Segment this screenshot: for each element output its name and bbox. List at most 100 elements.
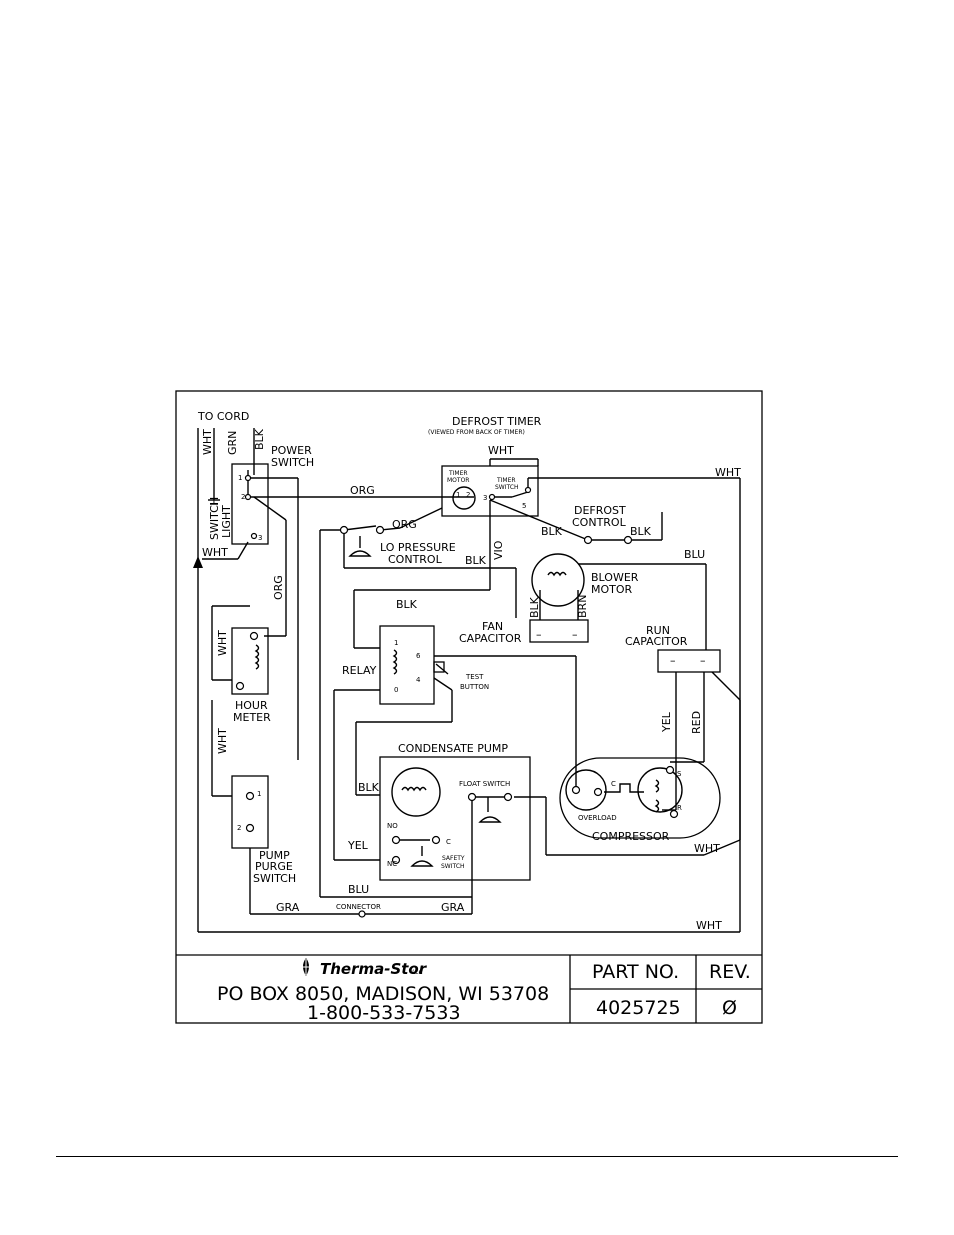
label-tm-3: 3 (483, 494, 487, 502)
label-pump-purge-2: PURGE (255, 860, 293, 873)
label-runcap-minus-1: – (670, 654, 676, 667)
timer-motor-icon (452, 486, 476, 510)
label-relay-4: 4 (416, 676, 421, 684)
footer-divider (56, 1156, 898, 1157)
label-blu-top: BLU (684, 548, 705, 561)
label-gra-right: GRA (441, 901, 465, 914)
label-tm-1: 1 (456, 491, 460, 499)
label-hour-meter-2: METER (233, 711, 271, 724)
label-relay-0: 0 (394, 686, 398, 694)
part-no-label: PART NO. (592, 961, 679, 983)
label-timer-switch-1: TIMER (496, 477, 516, 484)
label-fan-capacitor-2: CAPACITOR (459, 632, 522, 645)
label-cord-blk: BLK (253, 428, 266, 450)
label-ps-1: 1 (238, 474, 242, 482)
label-gra-left: GRA (276, 901, 300, 914)
label-org-top: ORG (350, 484, 375, 497)
label-switch-light-1: SWITCH (208, 497, 221, 540)
label-defrost-timer-note: (VIEWED FROM BACK OF TIMER) (428, 429, 525, 436)
label-safety-switch-1: SAFETY (442, 855, 465, 862)
address: PO BOX 8050, MADISON, WI 53708 (217, 983, 549, 1005)
label-s-comp: S (677, 770, 682, 778)
label-wht-hourmeter: WHT (216, 630, 229, 656)
brand-suffix: LLC (412, 969, 424, 976)
label-timer-motor-2: MOTOR (447, 477, 469, 484)
label-timer-switch-2: SWITCH (495, 484, 519, 491)
label-wht-right: WHT (715, 466, 741, 479)
label-vio: VIO (492, 540, 505, 560)
label-org-lopress: ORG (392, 518, 417, 531)
label-blk-pump: BLK (358, 781, 380, 794)
label-test-button-2: BUTTON (460, 683, 489, 691)
label-nc: NC (387, 860, 397, 868)
label-tm-2: 2 (466, 491, 470, 499)
label-wht-timer: WHT (488, 444, 514, 457)
coils (254, 571, 660, 813)
label-relay-1: 1 (394, 639, 398, 647)
label-runcap-minus-2: – (700, 654, 706, 667)
terminals (235, 474, 679, 918)
label-blower-motor-1: BLOWER (591, 571, 639, 584)
phone: 1-800-533-7533 (307, 1002, 461, 1024)
brand-name: Therma-Stor (320, 960, 428, 978)
label-lo-pressure-2: CONTROL (388, 553, 443, 566)
label-relay: RELAY (342, 664, 377, 677)
label-run-capacitor-2: CAPACITOR (625, 635, 688, 648)
label-to-cord: TO CORD (197, 410, 249, 423)
label-wht-light: WHT (202, 546, 228, 559)
label-fancap-minus-1: – (536, 628, 542, 641)
label-blk-lopress: BLK (465, 554, 487, 567)
label-red-run: RED (690, 711, 703, 734)
label-overload: OVERLOAD (578, 814, 617, 822)
label-safety-switch-2: SWITCH (441, 863, 465, 870)
label-blower-motor-2: MOTOR (591, 583, 633, 596)
label-yel-run: YEL (660, 711, 673, 733)
label-wht-comp: WHT (694, 842, 720, 855)
label-fancap-minus-2: – (572, 628, 578, 641)
rev-value: Ø (722, 997, 737, 1019)
label-defrost-control-1: DEFROST (574, 504, 626, 517)
label-condensate-pump: CONDENSATE PUMP (398, 742, 508, 755)
label-power-switch-1: POWER (271, 444, 312, 457)
label-pump-purge-1: PUMP (259, 849, 290, 862)
label-defrost-timer: DEFROST TIMER (452, 415, 542, 428)
label-wht-left-mid: WHT (216, 728, 229, 754)
label-run-capacitor-1: RUN (646, 624, 670, 637)
label-lo-pressure-1: LO PRESSURE (380, 541, 456, 554)
test-button-icon[interactable] (433, 661, 445, 673)
label-defrost-control-2: CONTROL (572, 516, 627, 529)
label-c-pump: C (446, 838, 451, 846)
part-no-value: 4025725 (596, 997, 681, 1019)
label-ps-3: 3 (258, 534, 262, 542)
label-compressor: COMPRESSOR (592, 830, 670, 843)
wires (197, 428, 741, 933)
label-hour-meter-1: HOUR (235, 699, 268, 712)
rev-label: REV. (709, 961, 751, 983)
label-c-comp: C (611, 780, 616, 788)
label-fan-capacitor-1: FAN (482, 620, 503, 633)
label-brn-blower: BRN (576, 595, 589, 618)
label-pp-2: 2 (237, 824, 241, 832)
label-blu-bottom: BLU (348, 883, 369, 896)
label-switch-light-2: LIGHT (220, 505, 233, 538)
label-float-switch: FLOAT SWITCH (459, 780, 510, 788)
label-blk-blower: BLK (528, 596, 541, 618)
label-pp-1: 1 (257, 790, 261, 798)
arrow-up-icon (193, 556, 203, 568)
label-blk-dc-left: BLK (541, 525, 563, 538)
label-cord-grn: GRN (226, 431, 239, 455)
label-cord-wht: WHT (201, 429, 214, 455)
label-pump-purge-3: SWITCH (253, 872, 296, 885)
label-tm-5: 5 (522, 502, 526, 510)
diagram-frame (175, 390, 763, 1024)
label-timer-motor-1: TIMER (448, 470, 468, 477)
label-no: NO (387, 822, 398, 830)
label-ps-2: 2 (241, 493, 245, 501)
label-yel-pump: YEL (347, 839, 369, 852)
label-connector: CONNECTOR (336, 903, 381, 911)
label-power-switch-2: SWITCH (271, 456, 314, 469)
label-wht-bottom: WHT (696, 919, 722, 932)
label-r-comp: R (677, 804, 682, 812)
label-relay-6: 6 (416, 652, 421, 660)
